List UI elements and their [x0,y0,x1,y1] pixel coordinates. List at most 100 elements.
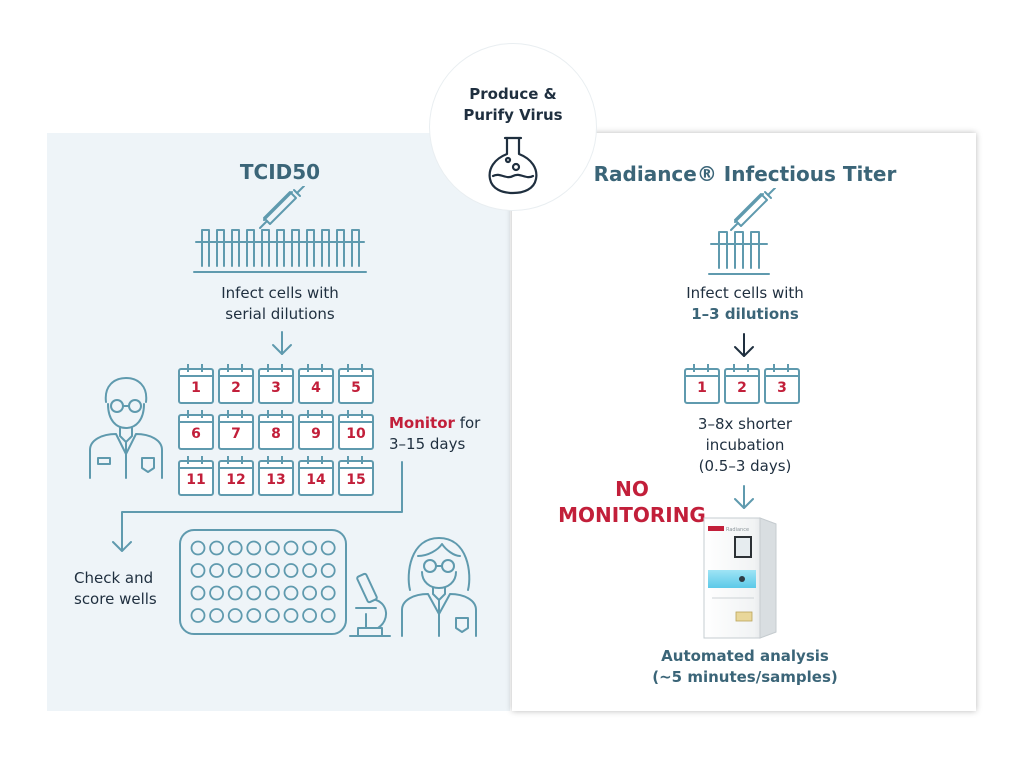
well [265,608,280,623]
arrow-down-icon [734,333,754,357]
flow-arrow [112,461,403,552]
check-line-1: Check and [74,569,154,587]
well [227,540,243,556]
calendar-day: 12 [218,456,254,496]
purify-line: Purify Virus [463,106,563,124]
well [190,563,206,578]
well [227,585,243,601]
calendar-day: 5 [338,364,374,404]
calendar-day-number: 14 [306,472,326,488]
well [265,540,280,556]
calendar-day: 4 [298,364,334,404]
well [246,563,262,578]
device-brand-label: Radiance [726,527,749,533]
calendar-day: 13 [258,456,294,496]
calendar-day-number: 4 [311,380,321,396]
well [265,563,280,578]
calendar-day: 8 [258,410,294,450]
calendar-day: 6 [178,410,214,450]
tube-rack-icon [193,186,367,273]
produce-virus-circle [430,44,596,210]
calendar-day: 1 [684,364,720,404]
calendar-day-number: 8 [271,426,281,442]
well [283,563,299,578]
check-line-2: score wells [74,590,157,608]
produce-line: Produce & [469,85,557,103]
well [320,540,336,556]
monitor-rest: for [454,414,481,432]
flask-icon [488,136,538,195]
infect-line-2: serial dilutions [225,305,335,323]
tcid50-title: TCID50 [239,160,321,184]
incub-line-2: incubation [705,436,785,454]
well [190,540,206,556]
well [246,540,262,556]
calendar-day-number: 1 [697,380,707,396]
well [265,585,280,601]
well-plate-icon [179,529,347,635]
radiance-title: Radiance® Infectious Titer [593,162,897,186]
well [227,608,243,623]
incub-line-3: (0.5–3 days) [698,457,792,475]
monitor-duration: 3–15 days [389,435,466,453]
well [302,540,318,556]
calendar-day-number: 11 [186,472,206,488]
calendar-day-number: 12 [226,472,246,488]
well [246,608,262,623]
monitor-word: Monitor [389,414,455,432]
arrow-down-icon [272,331,292,355]
well [283,585,299,601]
calendar-day-number: 1 [191,380,201,396]
calendar-row: 1 2 3 [684,364,808,410]
calendar-day: 3 [258,364,294,404]
scientist-male-icon [89,377,163,479]
well [283,608,299,623]
calendar-day-number: 7 [231,426,241,442]
calendar-day: 3 [764,364,800,404]
calendar-day: 9 [298,410,334,450]
automated-analysis-text: Automated analysis (~5 minutes/samples) [610,646,880,688]
well [320,608,336,623]
calendar-day: 2 [218,364,254,404]
well [302,563,318,578]
scientist-female-icon [401,537,477,637]
monitoring-word: MONITORING [558,503,706,527]
well [246,585,262,601]
radiance-infect-text: Infect cells with 1–3 dilutions [630,283,860,325]
calendar-day-number: 2 [231,380,241,396]
well [190,608,206,623]
well [320,585,336,601]
calendar-day: 14 [298,456,334,496]
check-score-text: Check and score wells [74,568,184,610]
calendar-day-number: 9 [311,426,321,442]
arrow-down-icon [734,485,754,509]
calendar-day-number: 2 [737,380,747,396]
no-word: NO [615,477,649,501]
infect-line-2: 1–3 dilutions [691,305,799,323]
infect-line-1: Infect cells with [686,284,804,302]
radiance-instrument-image: Radiance [703,517,777,639]
well [302,608,318,623]
well [209,540,224,556]
well [227,563,243,578]
tube-rack-small-icon [708,188,776,275]
calendar-day-number: 3 [777,380,787,396]
calendar-day: 15 [338,456,374,496]
calendar-day: 11 [178,456,214,496]
calendar-day-number: 5 [351,380,361,396]
well [209,608,224,623]
calendar-day: 2 [724,364,760,404]
infect-line-1: Infect cells with [221,284,339,302]
well [302,585,318,601]
calendar-day: 7 [218,410,254,450]
monitor-text: Monitor for 3–15 days [389,413,499,455]
no-monitoring-label: NO MONITORING [552,476,712,528]
well [283,540,299,556]
calendar-day-number: 10 [346,426,366,442]
well [209,563,224,578]
tcid50-infect-text: Infect cells with serial dilutions [160,283,400,325]
well [190,585,206,601]
calendar-day-number: 15 [346,472,366,488]
incub-line-1: 3–8x shorter [697,415,793,433]
